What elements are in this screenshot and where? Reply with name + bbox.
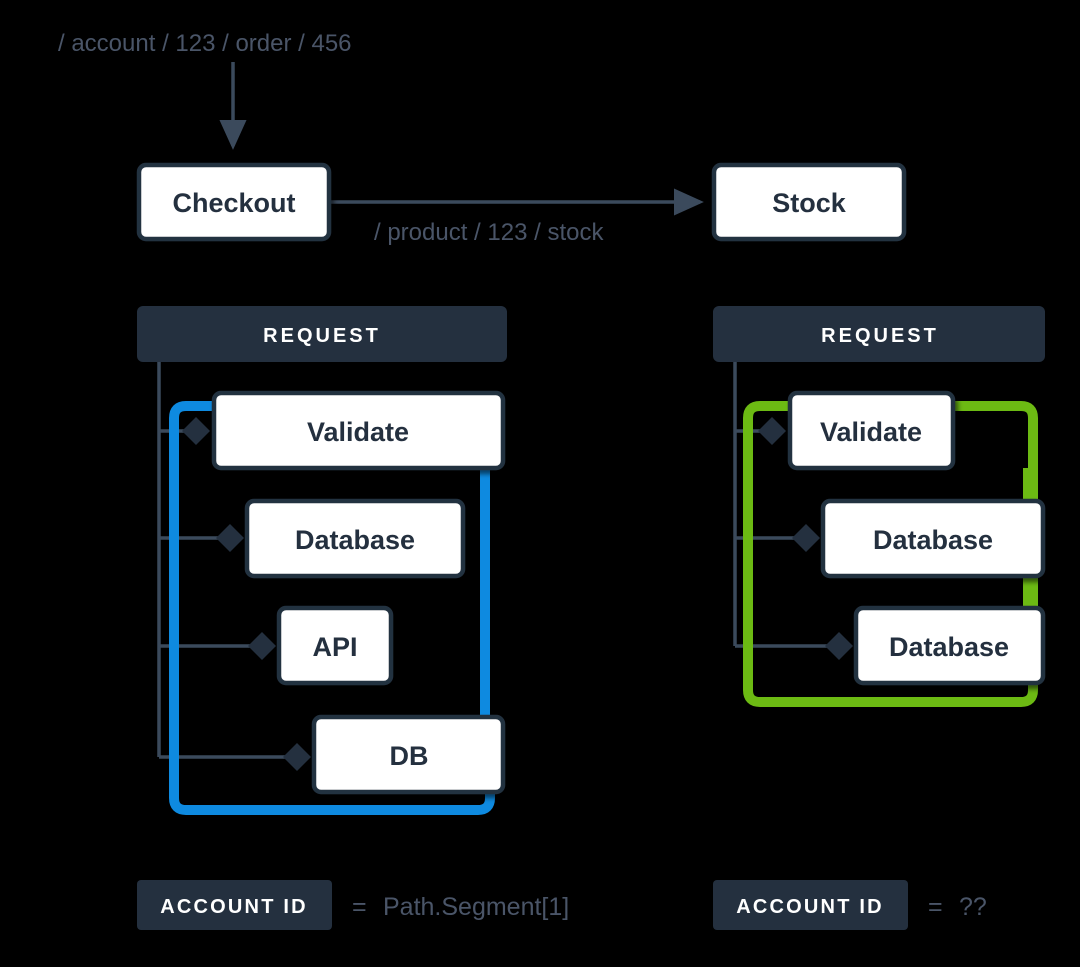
- diamond-marker-left-1: [182, 417, 210, 445]
- request-header-left-box: [137, 306, 507, 362]
- panel-left: REQUEST Validate Database API: [137, 306, 569, 930]
- highlight-path-left-outer: [169, 401, 495, 815]
- step-node-left-4-box: [311, 714, 506, 795]
- diamond-marker-left-2: [216, 524, 244, 552]
- account-id-value-right: ??: [959, 893, 987, 921]
- account-id-tag-left-label: ACCOUNT ID: [160, 896, 308, 918]
- step-node-right-1-box: [787, 390, 956, 471]
- step-node-right-3-label: Database: [889, 632, 1009, 662]
- request-header-left-label: REQUEST: [263, 325, 381, 347]
- step-node-right-1-label: Validate: [820, 417, 922, 447]
- step-node-right-3-box: [853, 605, 1046, 686]
- incoming-path-label: / account / 123 / order / 456: [58, 30, 352, 57]
- request-header-right-box: [713, 306, 1045, 362]
- highlight-path-right-outer: [743, 401, 1038, 707]
- step-node-left-2-label: Database: [295, 525, 415, 555]
- stock-node[interactable]: Stock: [711, 162, 907, 242]
- account-id-value-left: Path.Segment[1]: [383, 893, 569, 921]
- step-node-left-1[interactable]: Validate: [211, 390, 506, 471]
- stock-node-label: Stock: [772, 188, 847, 218]
- step-node-left-2[interactable]: Database: [244, 498, 466, 579]
- step-node-right-1[interactable]: Validate: [787, 390, 956, 471]
- account-id-equals-right: =: [928, 893, 943, 921]
- step-node-left-3[interactable]: API: [276, 605, 394, 686]
- account-id-equals-left: =: [352, 893, 367, 921]
- step-node-left-1-box: [211, 390, 506, 471]
- diamond-marker-right-3: [825, 632, 853, 660]
- account-id-tag-right[interactable]: ACCOUNT ID: [713, 880, 908, 930]
- checkout-node-box: [136, 162, 332, 242]
- account-id-tag-right-label: ACCOUNT ID: [736, 896, 884, 918]
- checkout-node[interactable]: Checkout: [136, 162, 332, 242]
- step-node-right-3[interactable]: Database: [853, 605, 1046, 686]
- step-node-left-3-label: API: [312, 632, 357, 662]
- step-node-right-2-label: Database: [873, 525, 993, 555]
- step-node-right-2[interactable]: Database: [820, 498, 1046, 579]
- checkout-node-label: Checkout: [172, 188, 295, 218]
- outgoing-path-label: / product / 123 / stock: [374, 219, 604, 246]
- step-node-left-4[interactable]: DB: [311, 714, 506, 795]
- diamond-marker-left-4: [283, 743, 311, 771]
- step-node-left-2-box: [244, 498, 466, 579]
- account-id-tag-right-box: [713, 880, 908, 930]
- diamond-marker-right-2: [792, 524, 820, 552]
- request-header-right-label: REQUEST: [821, 325, 939, 347]
- request-header-left[interactable]: REQUEST: [137, 306, 507, 362]
- step-node-left-3-box: [276, 605, 394, 686]
- panel-right: REQUEST Validate Database Database: [713, 306, 1046, 930]
- diamond-marker-right-1: [758, 417, 786, 445]
- stock-node-box: [711, 162, 907, 242]
- request-header-right[interactable]: REQUEST: [713, 306, 1045, 362]
- account-id-tag-left-box: [137, 880, 332, 930]
- step-node-left-1-label: Validate: [307, 417, 409, 447]
- account-id-tag-left[interactable]: ACCOUNT ID: [137, 880, 332, 930]
- step-node-right-2-box: [820, 498, 1046, 579]
- step-node-left-4-label: DB: [390, 741, 429, 771]
- diamond-marker-left-3: [248, 632, 276, 660]
